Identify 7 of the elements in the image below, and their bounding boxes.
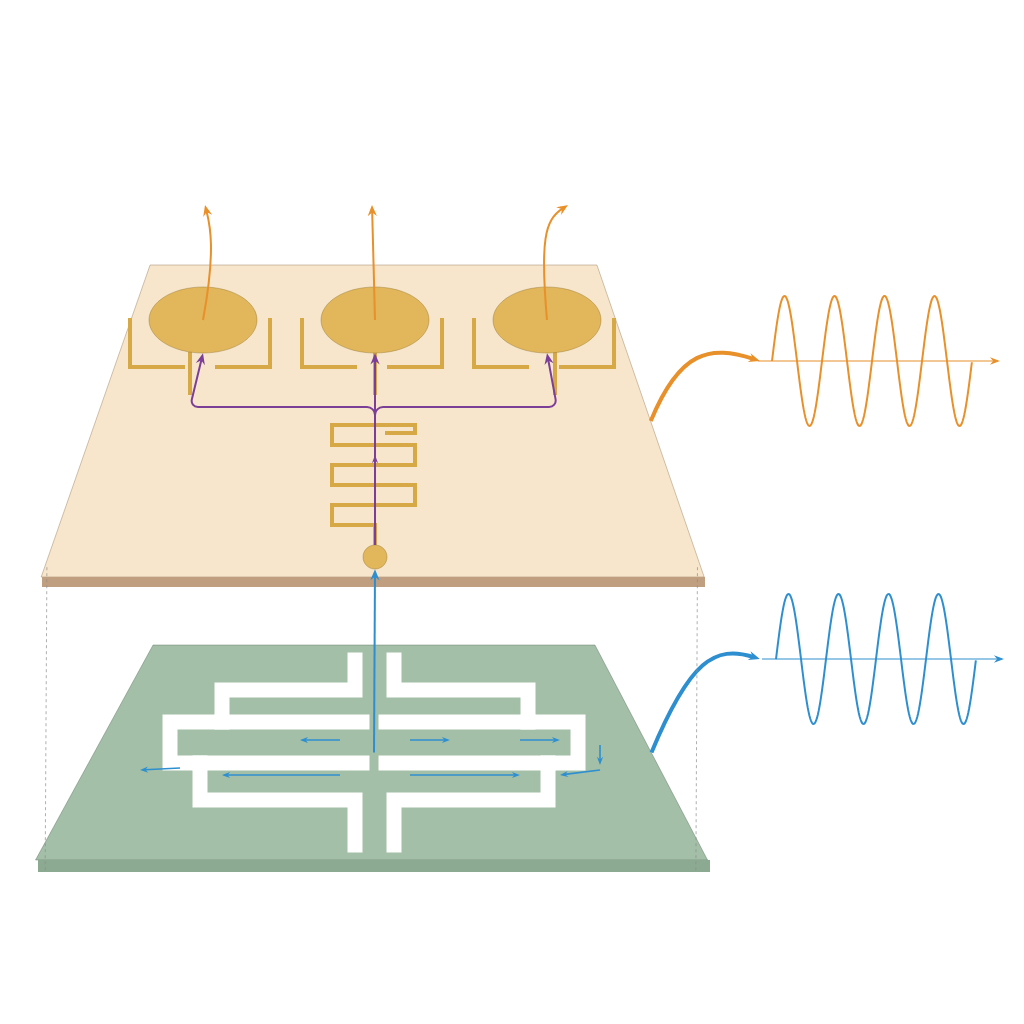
patch-element [148,286,258,354]
substrate-board [41,264,705,587]
patch-element [492,286,602,354]
feed-pad [362,544,388,570]
guide-line [44,566,48,871]
patch-element [320,286,430,354]
guide-line [695,566,698,871]
